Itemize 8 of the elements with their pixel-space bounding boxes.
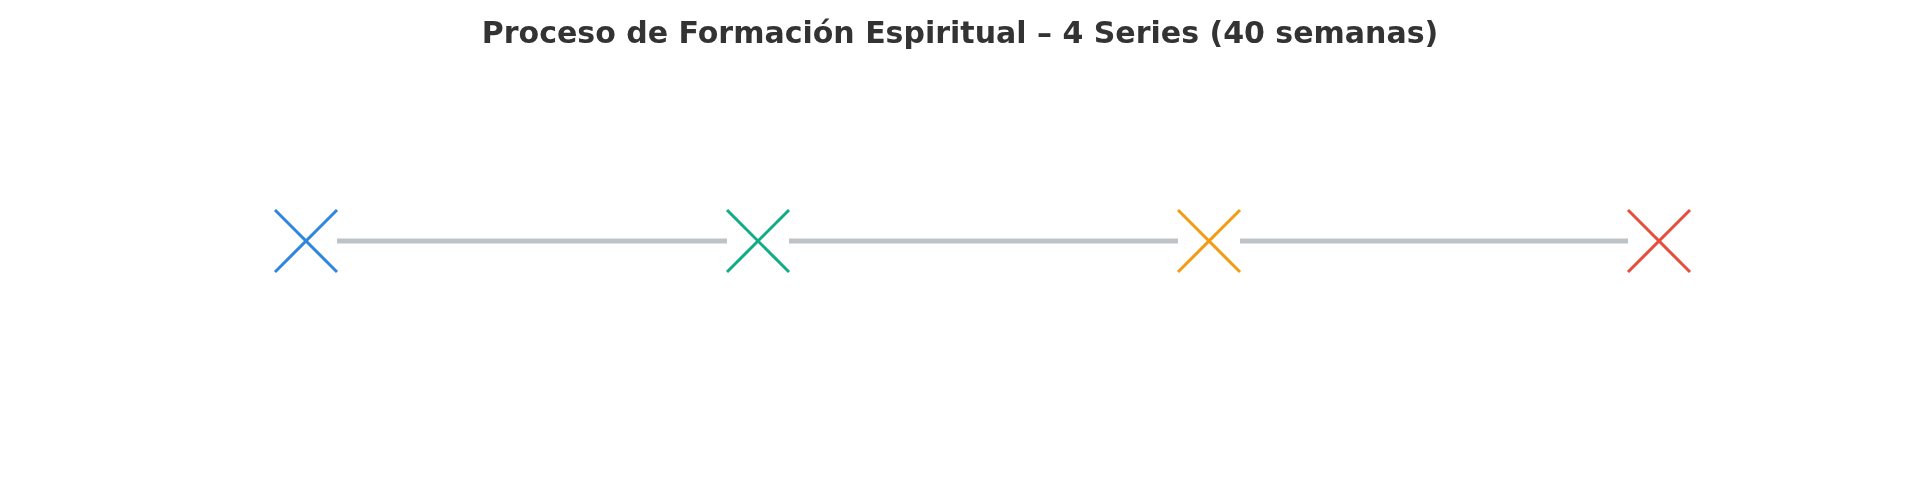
cross-mark-icon [1178,210,1240,272]
connector-line [337,238,727,244]
cross-mark-icon [727,210,789,272]
cross-mark-icon [275,210,337,272]
diagram-title: Proceso de Formación Espiritual – 4 Series (40 semanas) [481,15,1439,50]
cross-mark-icon [1628,210,1690,272]
connector-line [1240,238,1628,244]
connector-line [789,238,1178,244]
